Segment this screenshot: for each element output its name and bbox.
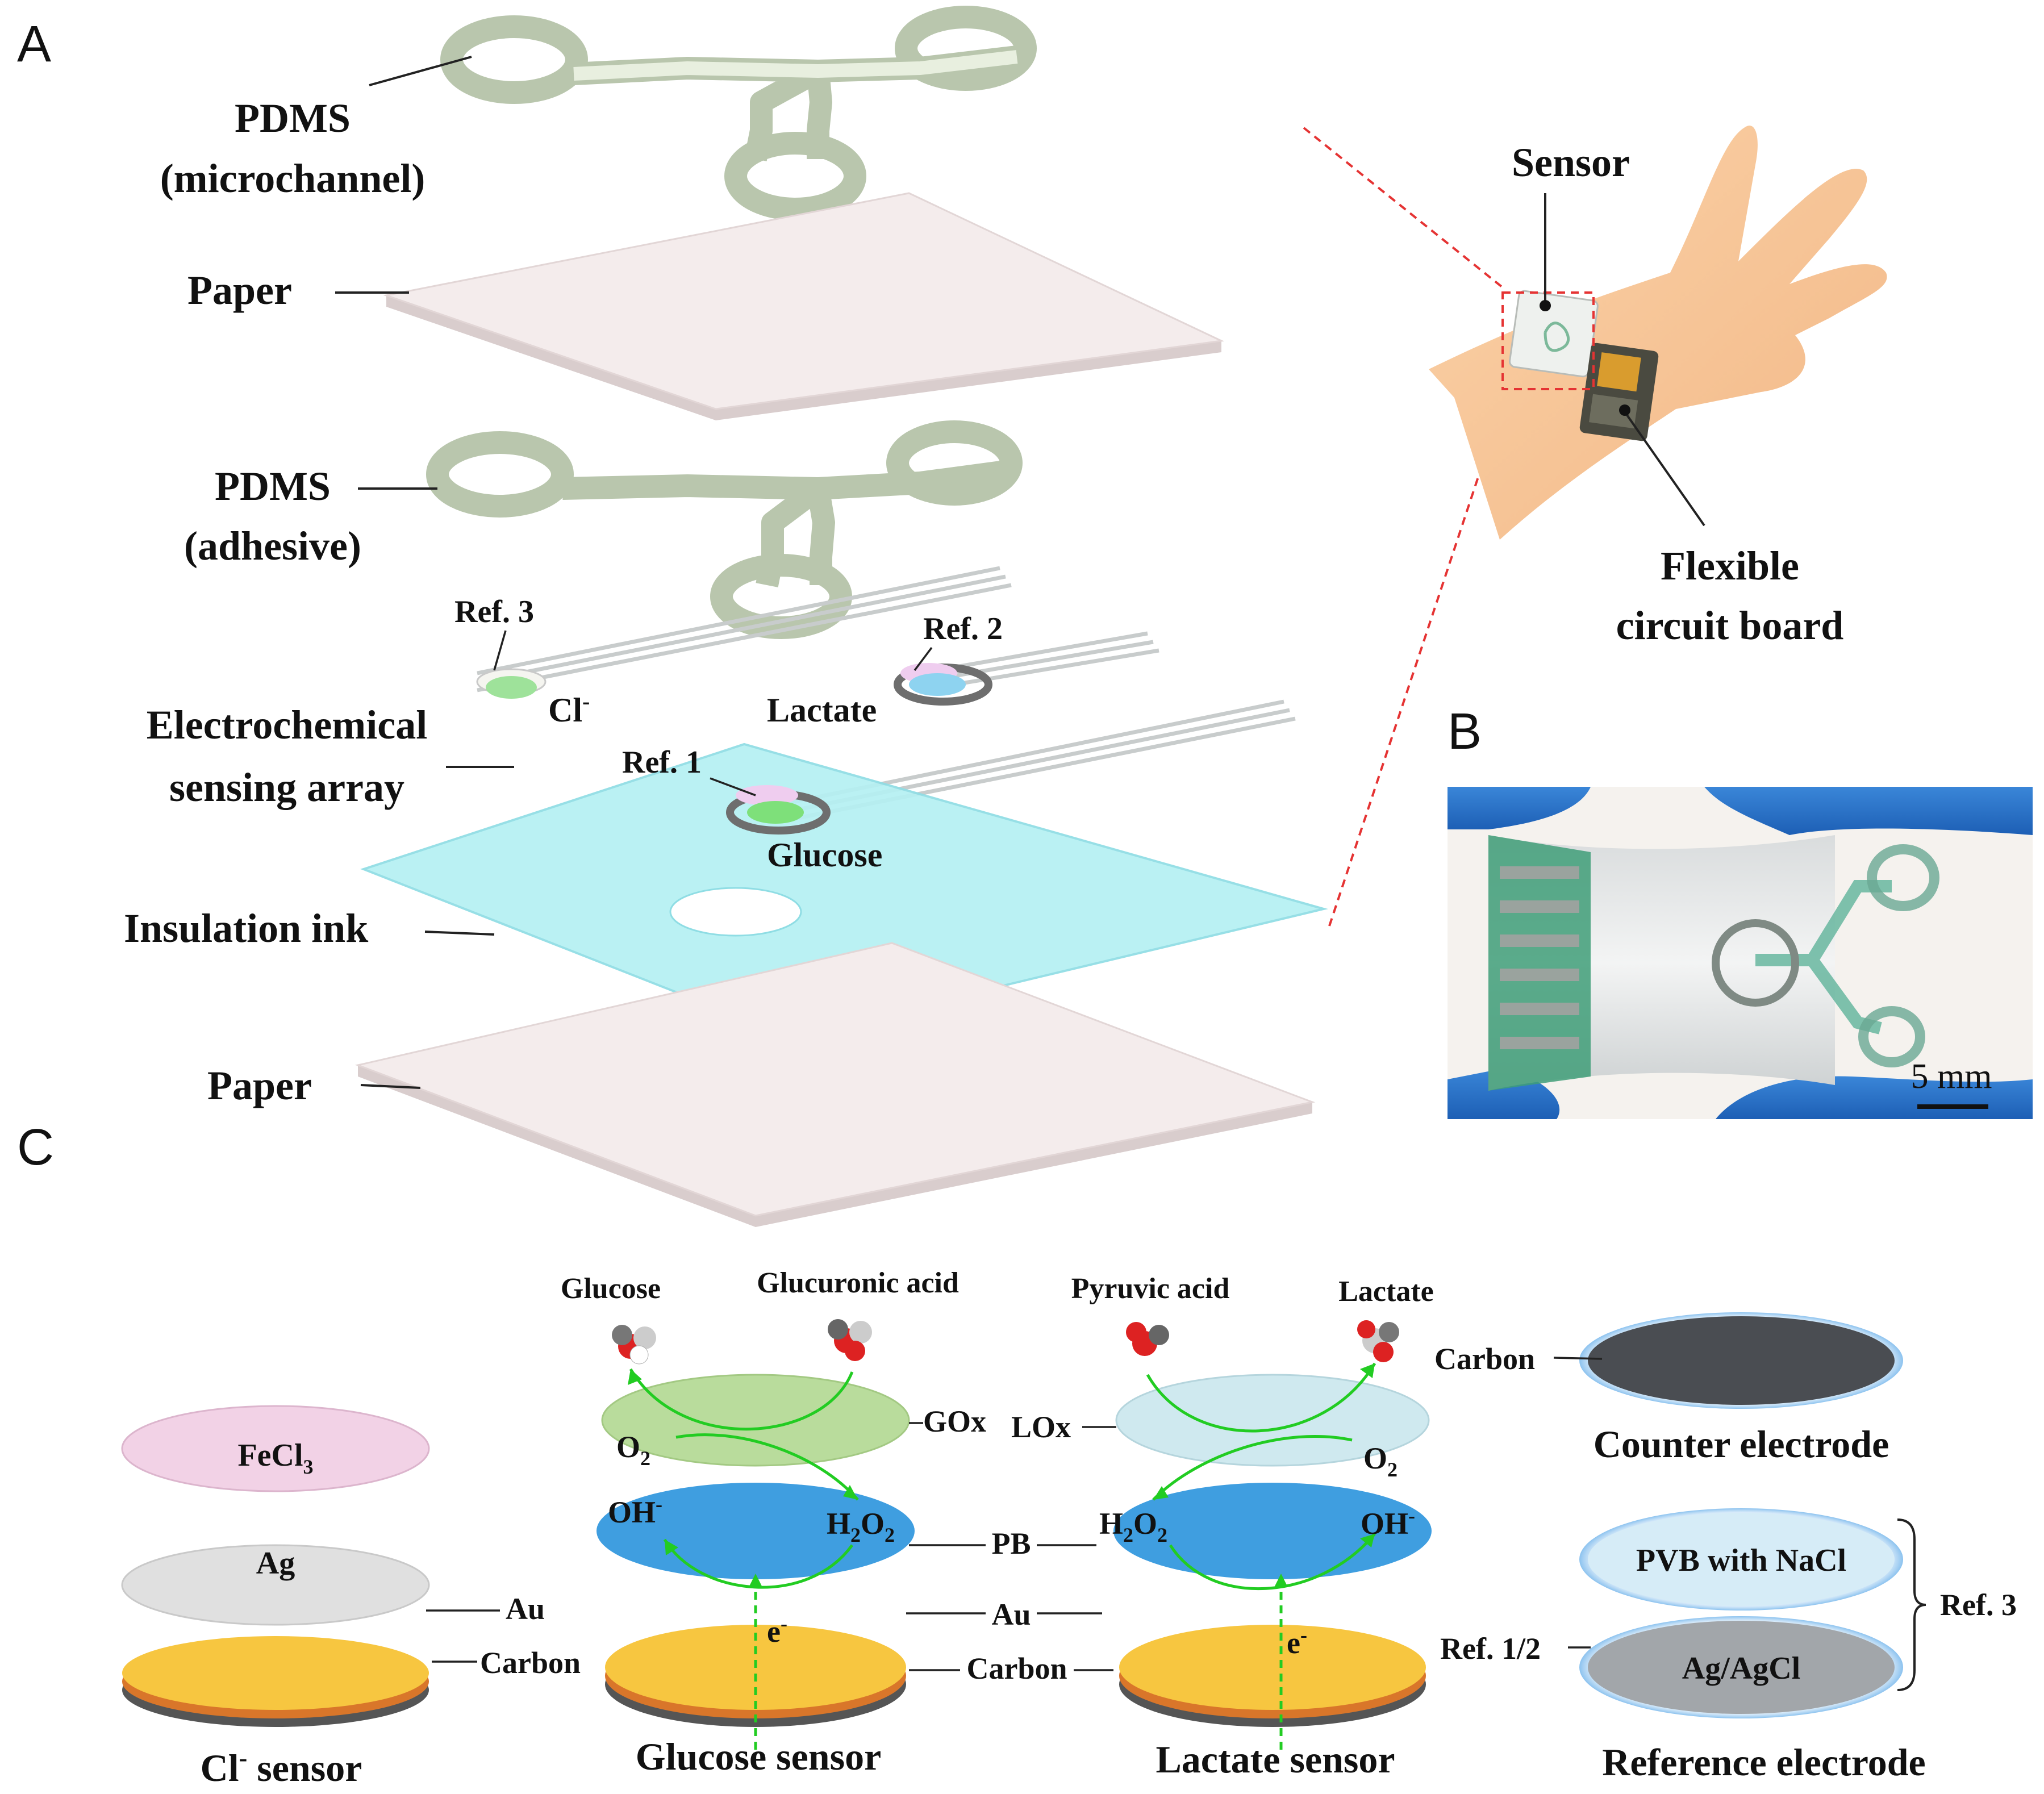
reference-electrode-stack <box>1579 1508 1903 1718</box>
wrist-sensor-device <box>1509 290 1599 378</box>
paper-top-layer <box>383 192 1225 420</box>
ref3-leader <box>493 630 507 671</box>
board-leader <box>1624 411 1705 527</box>
pvb-label: PVB with NaCl <box>1636 1543 1846 1578</box>
gls-o2-label: O2 <box>616 1430 650 1470</box>
lactate-sensor-stack <box>1113 1374 1432 1727</box>
ref1-leader <box>710 777 756 796</box>
gox-label: GOx <box>923 1404 986 1438</box>
sensor-zoom-box <box>1501 291 1595 390</box>
counter-electrode-disk <box>1579 1312 1903 1409</box>
counter-electrode-title: Counter electrode <box>1594 1422 1889 1466</box>
board-label-1: Flexible <box>1661 543 1799 589</box>
glucose-sensor-stack <box>596 1374 915 1727</box>
sensor-leader-dot <box>1540 300 1551 311</box>
device-photo <box>1448 787 2033 1119</box>
counter-carbon-label: Carbon <box>1434 1342 1535 1376</box>
paper-bottom-label: Paper <box>207 1063 312 1108</box>
lactate-molecule-label: Lactate <box>1338 1275 1433 1308</box>
pdms-adhesive-layer <box>426 420 1023 639</box>
lox-label: LOx <box>1011 1410 1071 1444</box>
cl-au-label: Au <box>506 1592 545 1626</box>
gls-oh-label: OH- <box>608 1493 662 1529</box>
paper-top-label: Paper <box>187 268 292 313</box>
lactate-sensor-title: Lactate sensor <box>1156 1738 1395 1781</box>
pdms-microchannel-label-1: PDMS <box>235 95 351 141</box>
ref2-leader <box>913 646 933 671</box>
ag-label: Ag <box>256 1546 295 1581</box>
pdms-microchannel-layer <box>440 6 1037 220</box>
zoom-guide-top <box>1303 127 1507 291</box>
pb-label: PB <box>991 1526 1031 1561</box>
cl-sensor-title: Cl- sensor <box>201 1744 362 1789</box>
glucose-sensor-title: Glucose sensor <box>636 1735 882 1778</box>
lactate-molecule-icon <box>1357 1320 1399 1362</box>
sensor-label: Sensor <box>1512 140 1630 185</box>
insulation-ink-layer <box>360 742 1328 1038</box>
ref3-bracket <box>1897 1518 1926 1691</box>
gls-e-label: e- <box>767 1612 787 1649</box>
insulation-ink-label: Insulation ink <box>124 906 368 951</box>
fecl3-label: FeCl3 <box>237 1438 313 1478</box>
array-label-1: Electrochemical <box>147 702 427 748</box>
ref1-label: Ref. 1 <box>622 745 702 780</box>
cl-label: Cl- <box>548 689 590 729</box>
scale-bar-label: 5 mm <box>1911 1057 1992 1096</box>
cl-sensor-stack <box>121 1405 430 1727</box>
glucuronic-label: Glucuronic acid <box>757 1267 959 1299</box>
glucose-molecule-label: Glucose <box>561 1273 661 1305</box>
wrist-illustration <box>1429 126 1887 540</box>
insulation-ink-leader <box>424 931 495 936</box>
pyruvic-molecule-icon <box>1126 1322 1169 1356</box>
ref3-c-label: Ref. 3 <box>1940 1588 2017 1622</box>
pdms-adhesive-label-2: (adhesive) <box>184 523 361 569</box>
lactate-electrode <box>894 663 992 706</box>
panel-label-a: A <box>17 16 51 73</box>
pdms-adhesive-label-1: PDMS <box>215 464 331 509</box>
board-label-2: circuit board <box>1616 603 1844 648</box>
au-label: Au <box>991 1597 1031 1632</box>
flexible-circuit-board <box>1579 343 1659 441</box>
paper-bottom-layer <box>354 942 1316 1227</box>
lcs-e-label: e- <box>1287 1624 1307 1660</box>
carbon-label: Carbon <box>966 1651 1067 1685</box>
ref2-label: Ref. 2 <box>923 611 1003 646</box>
board-leader-dot <box>1619 404 1630 416</box>
pdms-microchannel-label-2: (microchannel) <box>160 156 426 201</box>
glucuronic-molecule-icon <box>828 1319 872 1361</box>
glucose-reaction-arrows <box>628 1368 859 1750</box>
agagcl-label: Ag/AgCl <box>1682 1651 1800 1686</box>
electrode-traces <box>477 566 1296 823</box>
ref12-label: Ref. 1/2 <box>1440 1632 1541 1666</box>
ref3-label: Ref. 3 <box>454 594 534 629</box>
pdms-microchannel-leader <box>369 56 472 86</box>
lactate-reaction-arrows <box>1146 1362 1376 1750</box>
panel-label-c: C <box>17 1119 54 1176</box>
glucose-electrode <box>726 785 831 835</box>
panel-label-b: B <box>1448 703 1482 760</box>
lactate-electrode-label: Lactate <box>767 691 877 729</box>
glucose-electrode-label: Glucose <box>767 836 882 874</box>
pyruvic-label: Pyruvic acid <box>1071 1273 1230 1305</box>
cl-electrode <box>476 668 547 699</box>
gls-h2o2-label: H2O2 <box>827 1507 895 1546</box>
cl-carbon-label: Carbon <box>480 1646 581 1680</box>
lcs-o2-label: O2 <box>1363 1441 1398 1481</box>
reference-electrode-title: Reference electrode <box>1602 1741 1925 1784</box>
paper-bottom-leader <box>360 1084 421 1089</box>
glucose-molecule-icon <box>612 1325 656 1365</box>
counter-carbon-leader <box>1553 1357 1603 1360</box>
lcs-oh-label: OH- <box>1361 1504 1415 1541</box>
lcs-h2o2-label: H2O2 <box>1099 1507 1167 1546</box>
array-label-2: sensing array <box>169 765 404 810</box>
